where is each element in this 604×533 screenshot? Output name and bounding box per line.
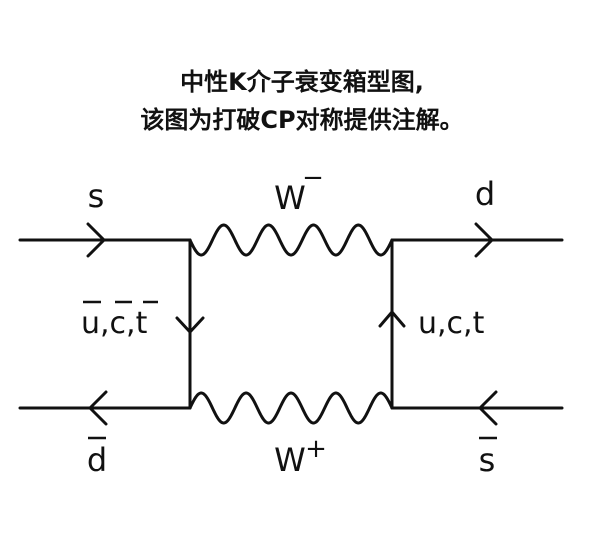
bottom-boson-label: W [274,441,306,479]
left-propagator-arrow-down [175,316,205,334]
right-propagator-arrow-up [378,310,406,328]
top-right-arrow [474,222,494,258]
diagram-caption-line-2: 该图为打破CP对称提供注解。 [140,106,464,134]
left-internal-quarks-label: u,c,t [81,306,148,341]
bottom-right-particle-label: s [479,441,496,479]
top-w-boson-wave [188,223,394,257]
diagram-caption-line-1: 中性K介子衰变箱型图, [180,68,424,96]
bottom-right-arrow [478,390,498,426]
right-internal-quarks-label: u,c,t [418,306,485,341]
top-boson-label: W [274,179,306,217]
top-left-arrow [86,222,106,258]
bottom-left-arrow [88,390,108,426]
bottom-w-boson-wave [188,391,394,425]
bottom-boson-charge: + [305,434,327,464]
top-left-particle-label: s [88,177,105,215]
top-boson-charge: − [302,163,324,193]
top-right-particle-label: d [475,175,495,213]
bottom-left-particle-label: d [87,441,107,479]
